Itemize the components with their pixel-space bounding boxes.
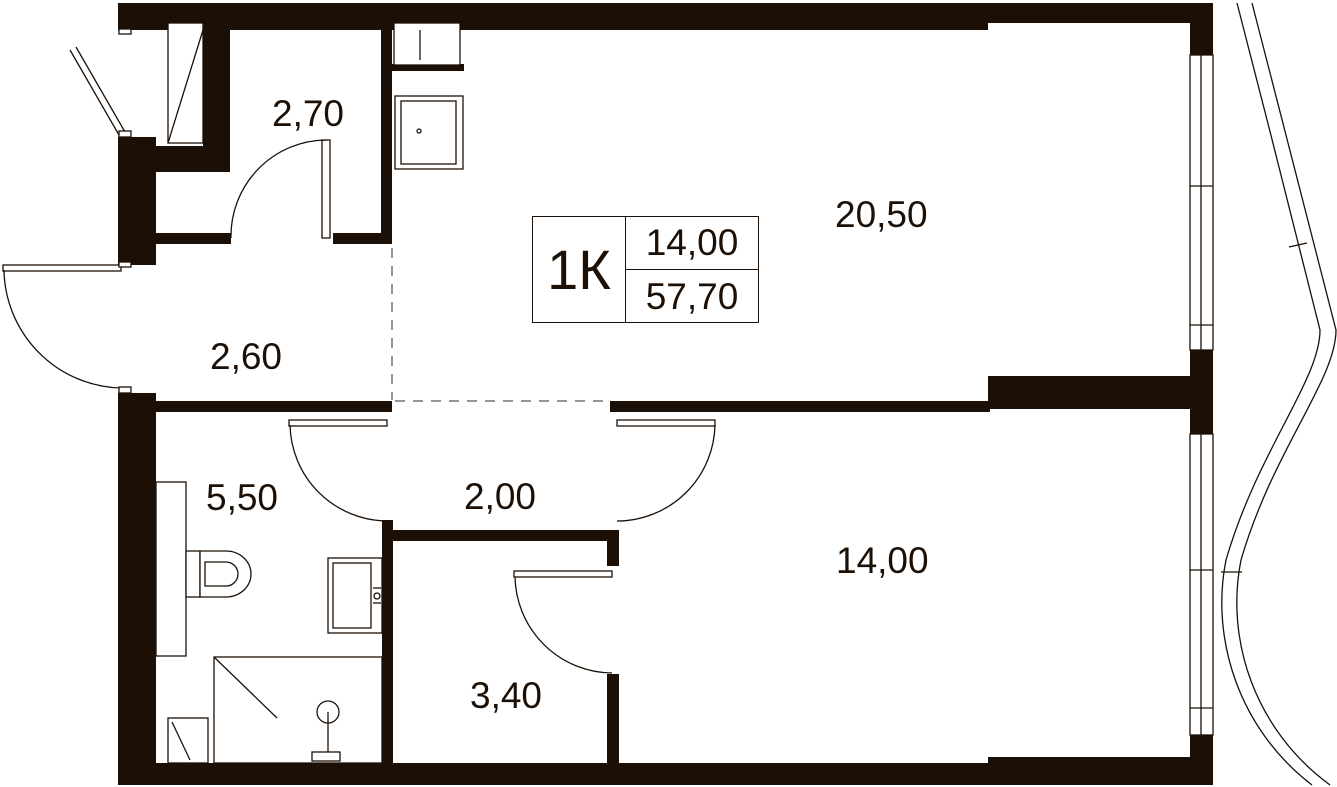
shower-icon <box>213 656 383 764</box>
room-area-storage: 2,70 <box>272 93 345 134</box>
windows <box>1189 54 1214 736</box>
wall-ticks <box>118 28 132 394</box>
apartment-summary-box: 1К 14,00 57,70 <box>532 216 759 323</box>
room-area-kitchen-living: 20,50 <box>835 194 928 235</box>
interior-walls <box>152 22 990 785</box>
washbasin-icon <box>327 557 383 634</box>
room-area-corridor: 2,00 <box>464 476 537 517</box>
living-area-value: 14,00 <box>626 217 758 270</box>
toilet-icon <box>185 550 252 598</box>
fixtures <box>155 22 464 764</box>
exterior-walls <box>118 3 1213 785</box>
room-area-hall: 2,60 <box>210 336 283 377</box>
room-area-bedroom: 14,00 <box>836 540 929 581</box>
bathroom-counter <box>155 481 187 657</box>
balcony-outline <box>1221 2 1337 786</box>
total-area-value: 57,70 <box>645 275 739 317</box>
room-area-wardrobe: 3,40 <box>470 675 543 716</box>
room-area-bathroom: 5,50 <box>206 477 279 518</box>
apartment-type-label: 1К <box>533 217 626 322</box>
